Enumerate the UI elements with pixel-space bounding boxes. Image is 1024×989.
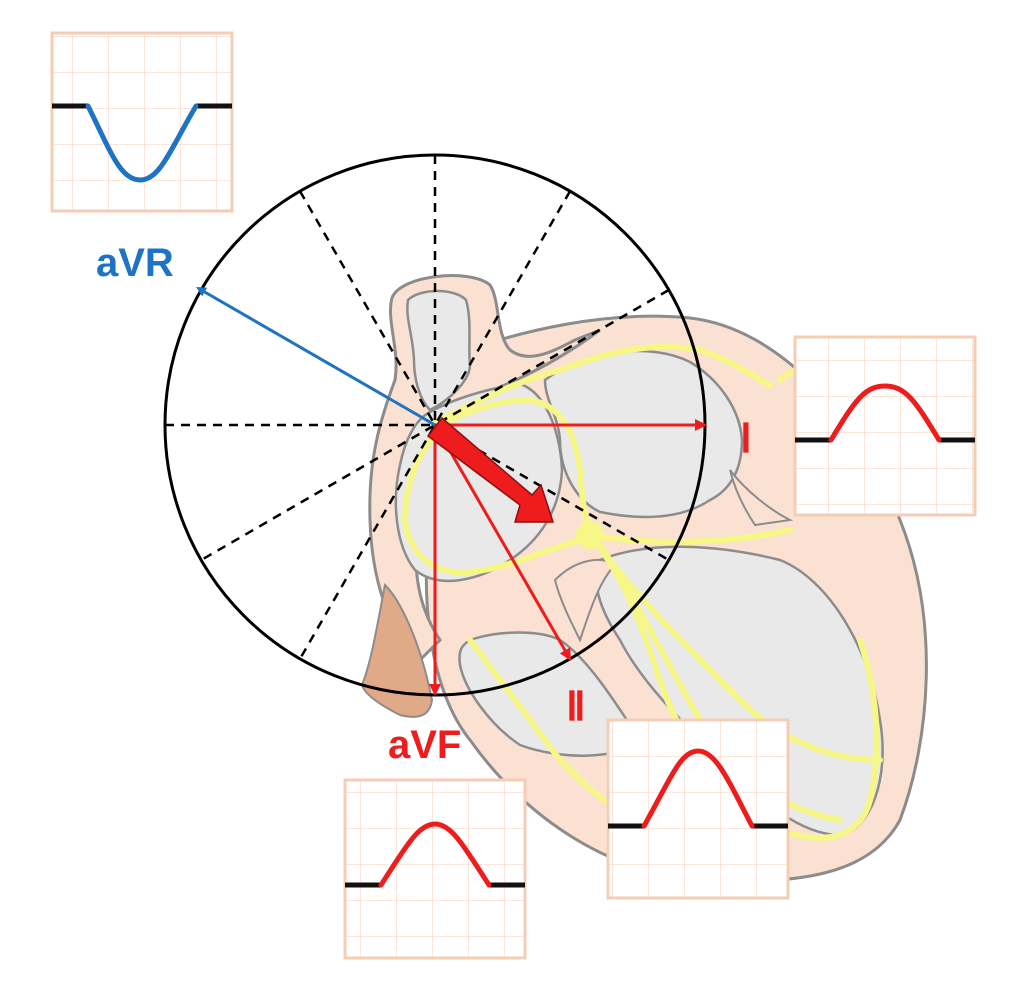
avr-vector: [196, 286, 436, 427]
papillary-notch: [729, 469, 794, 527]
lead-ii-ecg-panel: [606, 718, 790, 900]
left-atrium: [543, 349, 744, 519]
lead-vectors: [196, 286, 707, 696]
hexaxial-dashed-line: [200, 288, 670, 562]
aorta-lumen: [406, 289, 472, 412]
lead-ii-label: Ⅱ: [566, 684, 586, 729]
atrial-appendage: [360, 582, 434, 718]
avf-waveform: [378, 821, 492, 888]
avr-label: aVR: [96, 241, 174, 285]
hexaxial-dashed-line: [298, 190, 572, 660]
thick-red-arrow-icon: [426, 416, 555, 523]
septum-notch: [553, 559, 617, 643]
lead-i-waveform: [828, 383, 942, 443]
avr-ecg-panel: [50, 31, 234, 213]
lead-i-ecg-panel: [793, 335, 977, 517]
hexaxial-dashed-line: [200, 288, 670, 562]
lead-i-label: Ⅰ: [740, 416, 752, 461]
lead-ii-waveform: [641, 748, 755, 829]
avr-waveform: [85, 103, 199, 183]
avf-label: aVF: [388, 723, 461, 767]
lead-ii-vector: [433, 424, 572, 661]
avf-ecg-panel: [343, 778, 527, 960]
